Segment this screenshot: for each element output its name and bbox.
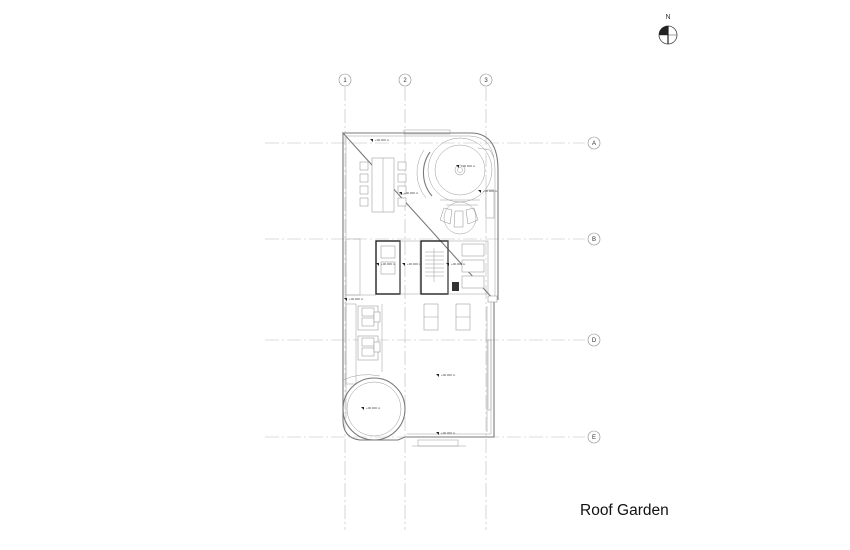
level-tag-left-core: +00.000 m: [376, 262, 396, 266]
level-tag-left: +00.000 m: [344, 297, 364, 301]
grid-bubble-col-3: 3: [479, 73, 493, 87]
level-tag-text: +00.000 m: [461, 164, 476, 168]
north-label: N: [665, 14, 670, 21]
left-planters: [345, 303, 383, 385]
level-tag-right-core: +00.000 m: [446, 262, 466, 266]
level-tag-right: +00.000 m: [478, 189, 498, 193]
level-tag-round: +00.000 m: [456, 164, 476, 168]
level-tag-circle: +00.000 m: [361, 406, 381, 410]
level-tag-core: +00.000 m: [402, 262, 422, 266]
level-tag-text: +00.000 m: [407, 262, 422, 266]
lounge-tables: [423, 303, 471, 331]
dining-table: [359, 157, 407, 213]
service-core: [345, 238, 489, 296]
grid-bubble-row-d: D: [587, 333, 601, 347]
round-seating: [416, 137, 495, 235]
level-tag-bottom: +00.000 m: [436, 431, 456, 435]
grid-row-label: D: [592, 338, 597, 344]
grid-bubble-col-2: 2: [398, 73, 412, 87]
grid-lines: [265, 87, 585, 530]
circular-pool: [342, 374, 406, 441]
level-tag-dining: +00.000 m: [399, 191, 419, 195]
grid-bubble-row-b: B: [587, 232, 601, 246]
level-tag-text: +00.000 m: [349, 297, 364, 301]
level-tag-text: +00.000 m: [366, 406, 381, 410]
stair-treads: [425, 248, 444, 282]
level-tags: +00.000 m +00.000 m +00.000 m +00.000 m …: [344, 138, 498, 435]
grid-row-label: B: [592, 237, 596, 243]
level-tag-lawn: +00.000 m: [436, 373, 456, 377]
grid-col-label: 2: [403, 78, 407, 84]
level-tag-text: +00.000 m: [375, 138, 390, 142]
level-tag-text: +00.000 m: [483, 189, 498, 193]
grid-row-label: A: [592, 141, 596, 147]
grid-bubble-row-e: E: [587, 430, 601, 444]
grid-bubble-row-a: A: [587, 136, 601, 150]
north-arrow: N: [658, 14, 678, 45]
level-tag-text: +00.000 m: [381, 262, 396, 266]
grid-bubble-col-1: 1: [338, 73, 352, 87]
grid-col-label: 1: [343, 78, 347, 84]
level-tag-text: +00.000 m: [441, 431, 456, 435]
level-tag-text: +00.000 m: [451, 262, 466, 266]
grid-col-label: 3: [484, 78, 488, 84]
level-tag-top: +00.000 m: [370, 138, 390, 142]
level-tag-text: +00.000 m: [404, 191, 419, 195]
grid-row-label: E: [592, 435, 596, 441]
drawing-title: Roof Garden: [580, 502, 669, 519]
right-planter: [486, 306, 492, 432]
level-tag-text: +00.000 m: [441, 373, 456, 377]
